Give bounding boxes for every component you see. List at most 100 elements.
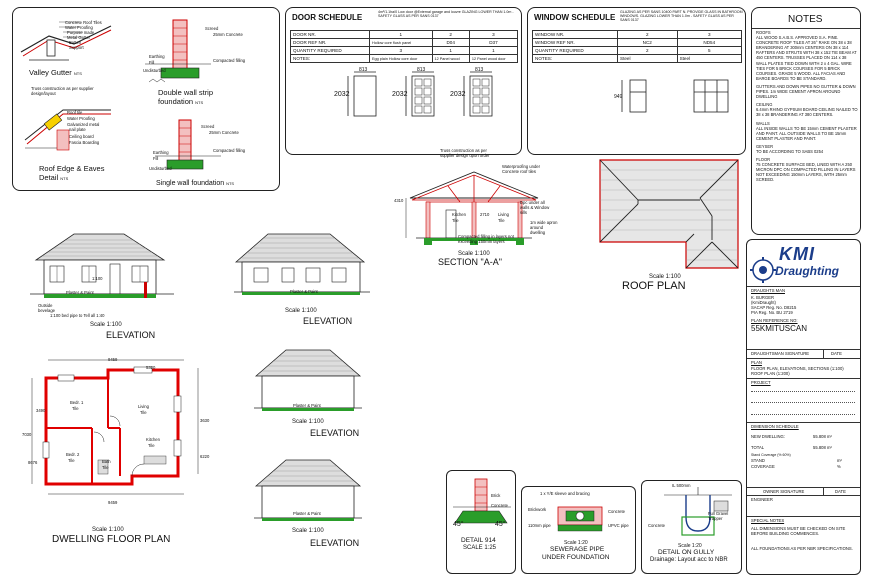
notes-panel: NOTES ROOFS ALL WOOD S.A.B.S. APPROVED S…: [751, 7, 861, 235]
special-note-0: ALL DIMENSIONS MUST BE CHECKED ON SITE B…: [751, 526, 846, 536]
single-wall-nts: NTS: [226, 181, 235, 186]
notes-title: NOTES: [788, 14, 823, 25]
draughtsman-date-label: DATE: [831, 351, 842, 356]
floor-plan-title: DWELLING FLOOR PLAN: [52, 534, 171, 545]
details-panel: Concrete Roof Tiles Water Proofing Purpo…: [12, 7, 280, 191]
gully-title: DETAIL ON GULLY: [658, 549, 715, 556]
elevation-4-note-0: Plaster & Paint: [293, 511, 321, 516]
notes-text-roofs: ALL WOOD S.A.B.S. APPROVED S.A. PINE. CO…: [756, 35, 857, 81]
elevation-4-scale: Scale 1:100: [292, 528, 324, 534]
section-title: SECTION "A-A": [438, 257, 502, 267]
special-notes-label: SPECIAL NOTES: [751, 518, 785, 523]
window-cell: 2: [617, 30, 678, 39]
notes-text-floor: 75 CONCRETE SURFACE BED, LINED WITH A 25…: [756, 162, 856, 183]
window-row-label: WINDOW REF NR.: [532, 38, 618, 47]
logo-kmi: KMI: [779, 244, 815, 264]
detail-914-label-0: Brick: [491, 493, 501, 498]
notes-text-walls: ALL INSIDE WALLS TO BE 15mm CEMENT PLAST…: [756, 125, 857, 141]
elevation-1-drawing: [30, 233, 174, 298]
notes-text-geyser: TO BE ACCORDING TO SABS 0254: [756, 148, 824, 154]
section-note-2: Dpc under all walls & Window sills: [520, 200, 550, 215]
floor-room-bath: Bath: [102, 459, 111, 464]
floor-room-living-floor: Tile: [140, 410, 147, 415]
roof-edge-label-1: Water Proofing: [67, 116, 95, 121]
sewerage-scale: Scale 1:20: [564, 540, 588, 546]
project-lines: [751, 391, 855, 415]
roof-edge-label-0: Roof tile: [67, 110, 83, 115]
roof-plan-drawing: [599, 159, 739, 269]
door-height-2: 2032: [392, 91, 408, 98]
window-cell: 5: [676, 46, 743, 55]
elevation-4-drawing: [254, 459, 362, 521]
tb-vline: [823, 349, 824, 358]
sewerage-label-3: 110mm pipe: [528, 523, 551, 528]
section-room-kitchen-floor: Tile: [452, 218, 459, 223]
elevation-2-scale: Scale 1:100: [285, 308, 317, 314]
door-cell: Egg plain Hollow core door: [369, 54, 433, 63]
roof-edge-nts: NTS: [60, 176, 69, 181]
floor-dim-top-right: 5320: [146, 365, 156, 370]
double-wall-title: Double wall strip foundation NTS: [158, 88, 248, 107]
single-label-0: Screed: [201, 124, 215, 129]
window-row-label: NOTES:: [532, 54, 618, 63]
section-note-3: 1m wide apron around dwelling: [530, 220, 558, 235]
door-cell: 2: [431, 30, 470, 39]
elevation-2-title: ELEVATION: [303, 316, 353, 326]
detail-914-angle-left: 45°: [453, 521, 464, 528]
detail-914-scale: SCALE 1:25: [463, 545, 497, 551]
valley-gutter-label-1: Water Proofing: [65, 25, 93, 30]
floor-plan-scale: Scale 1:100: [92, 527, 124, 533]
valley-gutter-label-5: Support: [69, 45, 84, 50]
gully-label-0: IL 500mm: [672, 483, 691, 488]
section-note-0: Truss construction as per supplier desig…: [440, 148, 490, 158]
roof-plan-title: ROOF PLAN: [622, 280, 686, 292]
door-row-label: DOOR NR.: [290, 30, 370, 39]
sewerage-label-2: Concrete: [608, 509, 625, 514]
gully-panel: IL 500mm Full Gravel Trapper Concrete Sc…: [641, 480, 742, 574]
total-value: 55.808 m²: [813, 445, 832, 450]
door-cell: 12 Panel wood: [431, 54, 470, 63]
roof-edge-label-5: Fascia Boarding: [69, 140, 100, 145]
door-cell: D37: [468, 38, 519, 47]
double-label-0: Screed: [205, 26, 219, 31]
coverage-label: COVERAGE: [751, 464, 775, 469]
plan-ref-label: PLAN REFERENCE NO:: [751, 318, 798, 323]
truss-note: Truss construction as per supplier desig…: [31, 86, 94, 96]
floor-dim-top: 9459: [108, 357, 118, 362]
gully-label-1: Full Gravel Trapper: [708, 511, 729, 521]
double-wall-foundation-drawing: [145, 19, 211, 83]
elevation-1-scale: Scale 1:100: [90, 322, 122, 328]
sewerage-label-4: UPVC pipe: [608, 523, 629, 528]
window-schedule-panel: WINDOW SCHEDULE GLAZING AS PER SANS 1040…: [527, 7, 746, 155]
new-dwelling-label: NEW DWELLING:: [751, 434, 785, 439]
valley-gutter-title: Valley Gutter NTS: [29, 68, 82, 77]
elevation-2-note-0: Plaster & Paint: [290, 289, 318, 294]
notes-heading-floor: FLOOR: [756, 157, 771, 163]
notes-heading-walls: WALLS: [756, 120, 770, 126]
double-label-5: Undisturbed: [143, 68, 166, 73]
single-label-2: Earthing: [153, 150, 169, 155]
roof-edge-drawing: [24, 109, 111, 151]
floor-room-living: Living: [138, 404, 149, 409]
door-row-label: NOTES:: [290, 54, 370, 63]
floor-room-bedr2: Bedr. 2: [66, 452, 80, 457]
valley-gutter-drawing: [20, 21, 112, 61]
valley-gutter-nts: NTS: [73, 71, 82, 76]
section-room-living: Living: [498, 212, 509, 217]
valley-gutter-label-3: Metal Gutter: [67, 35, 91, 40]
section-aa-drawing: [405, 171, 539, 245]
single-label-1: 25mm Concrete: [209, 130, 239, 135]
elevation-1-note-0: 1:100: [92, 276, 103, 281]
door-cell: 1: [431, 46, 470, 55]
double-label-2: Earthing: [149, 54, 165, 59]
sewerage-label-0: 1 x Y/E sleeve and bracing: [540, 491, 590, 496]
stand-note: Stand Coverage (% 60%): [751, 453, 791, 457]
plan-line-0: FLOOR PLAN, ELEVATIONS, SECTIONS (1:100): [751, 366, 844, 371]
door-dim-3: 813: [475, 67, 484, 73]
plan-label: PLAN: [751, 360, 762, 365]
stand-label: STAND: [751, 458, 765, 463]
kmi-logo-icon: [750, 257, 776, 283]
